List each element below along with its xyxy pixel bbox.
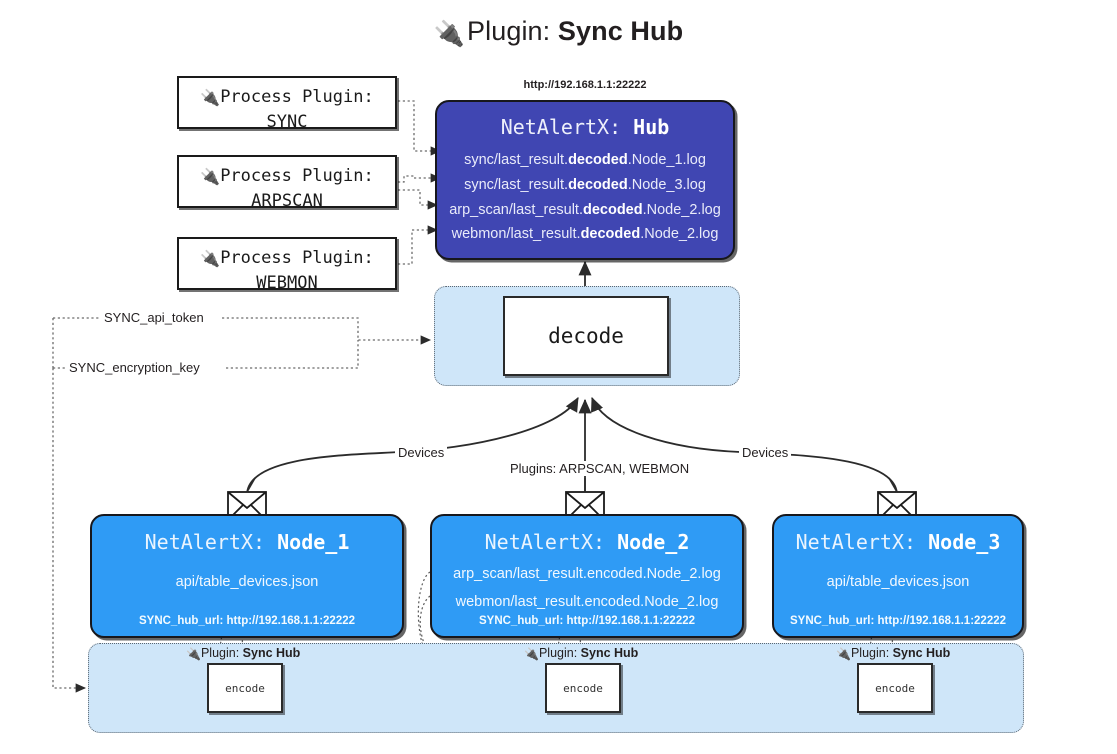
- edge-label-devices-right: Devices: [739, 445, 792, 460]
- page-title-name: Sync Hub: [557, 16, 684, 46]
- node-line: arp_scan/last_result.encoded.Node_2.log: [453, 566, 721, 582]
- process-plugin-label: Process Plugin:: [220, 248, 374, 268]
- plugin-label-node-3: 🔌Plugin: Sync Hub: [836, 646, 950, 661]
- encode-process-box-node-3[interactable]: encode: [857, 663, 933, 713]
- sync-api-token-label: SYNC_api_token: [101, 310, 207, 325]
- hub-log-list: sync/last_result.decoded.Node_1.log sync…: [437, 148, 733, 246]
- plug-icon: 🔌: [200, 88, 221, 107]
- node-name-label: Node_1: [277, 530, 350, 554]
- encode-label: encode: [563, 681, 603, 695]
- hub-log-row: webmon/last_result.decoded.Node_2.log: [451, 226, 719, 242]
- process-plugin-name: SYNC: [266, 111, 308, 132]
- plug-icon: 🔌: [186, 647, 201, 661]
- sync-encryption-key-label: SYNC_encryption_key: [66, 360, 203, 375]
- node-hub-url: SYNC_hub_url: http://192.168.1.1:22222: [478, 615, 696, 627]
- node-box-node-1[interactable]: NetAlertX: Node_1 api/table_devices.json…: [90, 514, 404, 638]
- encode-label: encode: [225, 681, 265, 695]
- edge-label-plugins: Plugins: ARPSCAN, WEBMON: [507, 461, 693, 476]
- plugin-label-prefix: Plugin:: [538, 646, 578, 660]
- encode-process-box-node-2[interactable]: encode: [545, 663, 621, 713]
- decode-process-box[interactable]: decode: [503, 296, 669, 376]
- page-title: 🔌Plugin: Sync Hub: [0, 16, 1117, 49]
- process-plugin-label: Process Plugin:: [220, 87, 374, 107]
- node-app-label: NetAlertX:: [484, 530, 606, 554]
- process-plugin-label: Process Plugin:: [220, 166, 374, 186]
- node-line-list: api/table_devices.json: [774, 568, 1022, 596]
- hub-log-row: arp_scan/last_result.decoded.Node_2.log: [449, 202, 721, 218]
- hub-log-row: sync/last_result.decoded.Node_1.log: [464, 152, 706, 168]
- node-name-label: Node_2: [617, 530, 690, 554]
- edge-label-devices-left: Devices: [395, 445, 448, 460]
- plugin-label-name: Sync Hub: [242, 646, 301, 660]
- node-app-label: NetAlertX:: [144, 530, 266, 554]
- node-name-label: Node_3: [928, 530, 1001, 554]
- page-title-prefix: Plugin:: [467, 16, 551, 46]
- process-plugin-webmon[interactable]: 🔌Process Plugin: WEBMON: [177, 237, 397, 293]
- plugin-label-prefix: Plugin:: [200, 646, 240, 660]
- node-line-list: api/table_devices.json: [92, 568, 402, 596]
- encode-label: encode: [875, 681, 915, 695]
- node-app-label: NetAlertX:: [795, 530, 917, 554]
- node-title: NetAlertX: Node_1: [92, 530, 402, 554]
- node-line: api/table_devices.json: [175, 574, 319, 590]
- hub-url-label: http://192.168.1.1:22222: [523, 79, 647, 91]
- hub-title: NetAlertX: Hub: [437, 115, 733, 139]
- plug-icon: 🔌: [200, 249, 221, 268]
- plugin-label-name: Sync Hub: [580, 646, 639, 660]
- node-hub-url: SYNC_hub_url: http://192.168.1.1:22222: [789, 615, 1007, 627]
- plug-icon: 🔌: [524, 647, 539, 661]
- plug-icon: 🔌: [836, 647, 851, 661]
- node-box-node-2[interactable]: NetAlertX: Node_2 arp_scan/last_result.e…: [430, 514, 744, 638]
- process-plugin-name: WEBMON: [256, 272, 318, 293]
- hub-log-row: sync/last_result.decoded.Node_3.log: [464, 177, 706, 193]
- hub-node[interactable]: NetAlertX: Hub sync/last_result.decoded.…: [435, 100, 735, 260]
- node-line: webmon/last_result.encoded.Node_2.log: [455, 594, 719, 610]
- hub-app-label: NetAlertX:: [500, 115, 622, 139]
- plug-icon: 🔌: [433, 20, 466, 48]
- plugin-label-name: Sync Hub: [892, 646, 951, 660]
- node-title: NetAlertX: Node_2: [432, 530, 742, 554]
- plug-icon: 🔌: [200, 167, 221, 186]
- plugin-label-node-2: 🔌Plugin: Sync Hub: [524, 646, 638, 661]
- node-hub-url: SYNC_hub_url: http://192.168.1.1:22222: [138, 615, 356, 627]
- process-plugin-sync[interactable]: 🔌Process Plugin: SYNC: [177, 76, 397, 132]
- node-line: api/table_devices.json: [826, 574, 970, 590]
- node-box-node-3[interactable]: NetAlertX: Node_3 api/table_devices.json…: [772, 514, 1024, 638]
- node-line-list: arp_scan/last_result.encoded.Node_2.log …: [432, 560, 742, 616]
- decode-label: decode: [548, 324, 624, 348]
- hub-name-label: Hub: [633, 115, 670, 139]
- plugin-label-node-1: 🔌Plugin: Sync Hub: [186, 646, 300, 661]
- process-plugin-name: ARPSCAN: [251, 190, 323, 211]
- plugin-label-prefix: Plugin:: [850, 646, 890, 660]
- process-plugin-arpscan[interactable]: 🔌Process Plugin: ARPSCAN: [177, 155, 397, 211]
- node-title: NetAlertX: Node_3: [774, 530, 1022, 554]
- encode-process-box-node-1[interactable]: encode: [207, 663, 283, 713]
